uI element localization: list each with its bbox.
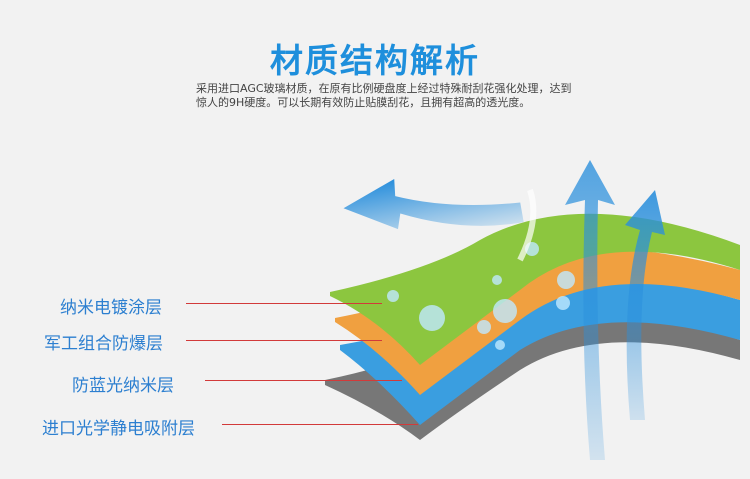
description: 采用进口AGC玻璃材质，在原有比例硬盘度上经过特殊耐刮花强化处理，达到 惊人的9… bbox=[196, 82, 616, 110]
label-line bbox=[205, 380, 402, 381]
layer-label-anti-blue-light: 防蓝光纳米层 bbox=[72, 376, 174, 396]
label-line bbox=[222, 424, 418, 425]
description-line-2: 惊人的9H硬度。可以长期有效防止贴膜刮花，且拥有超高的透光度。 bbox=[196, 96, 531, 109]
layer-label-static-adsorption: 进口光学静电吸附层 bbox=[42, 419, 195, 439]
page-title: 材质结构解析 bbox=[270, 41, 480, 80]
arrow-icons bbox=[343, 160, 665, 460]
layer-label-explosion-proof: 军工组合防爆层 bbox=[44, 334, 163, 354]
label-line bbox=[186, 340, 382, 341]
label-line bbox=[186, 303, 382, 304]
orange-layer bbox=[335, 247, 740, 395]
description-line-1: 采用进口AGC玻璃材质，在原有比例硬盘度上经过特殊耐刮花强化处理，达到 bbox=[196, 82, 572, 95]
layer-label-nano-plating: 纳米电镀涂层 bbox=[60, 298, 162, 318]
